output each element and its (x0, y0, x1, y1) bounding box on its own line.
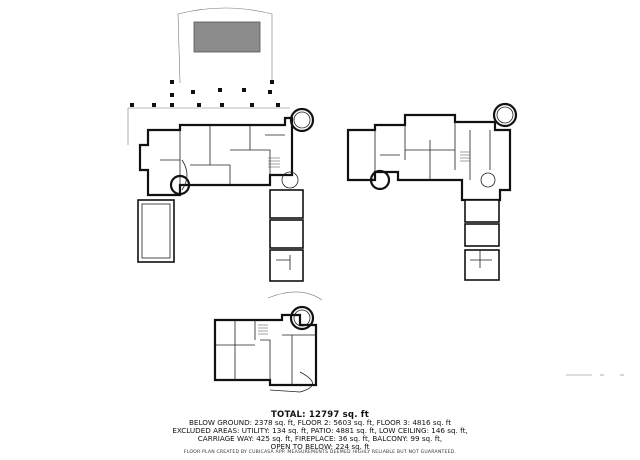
turret-left (169, 174, 191, 196)
floor-3-plan (346, 102, 518, 281)
floor-3-main-walls (346, 113, 512, 202)
total-area: TOTAL: 12797 sq. ft (271, 410, 369, 420)
disclaimer-footer: FLOOR PLAN CREATED BY CUBICASA APP. MEAS… (183, 450, 457, 455)
open-to-below-line: OPEN TO BELOW: 224 sq. ft (270, 442, 370, 451)
floor-3-tail-3 (464, 249, 500, 281)
stairs-floor-2 (268, 157, 280, 168)
pool-deck-outline (177, 7, 273, 84)
excluded-areas-line: EXCLUDED AREAS: UTILITY: 134 sq. ft, PAT… (172, 426, 468, 435)
turret-floor-3-right (492, 102, 518, 128)
east-wing-room-3 (269, 249, 304, 282)
east-wing-room-2 (269, 219, 304, 249)
turret-right (289, 107, 315, 133)
below-ground-walls (213, 313, 318, 387)
floor-2-plan (127, 7, 315, 282)
floor-areas-line: BELOW GROUND: 2378 sq. ft, FLOOR 2: 5603… (188, 418, 452, 427)
excluded-areas-line-2: CARRIAGE WAY: 425 sq. ft, FIREPLACE: 36 … (197, 434, 443, 443)
garage (137, 199, 175, 263)
below-ground-plan (213, 291, 323, 393)
turret-below-ground (289, 305, 315, 331)
patio-posts (130, 80, 280, 107)
floor-2-main-walls (138, 116, 294, 197)
east-wing-room-1 (269, 189, 304, 219)
floor-3-tail-1 (464, 199, 500, 223)
stairs-below-ground (258, 324, 268, 335)
stairs-floor-3 (460, 151, 470, 162)
turret-floor-3-left (369, 169, 391, 191)
floor-3-tail-2 (464, 223, 500, 247)
pool (193, 21, 261, 53)
